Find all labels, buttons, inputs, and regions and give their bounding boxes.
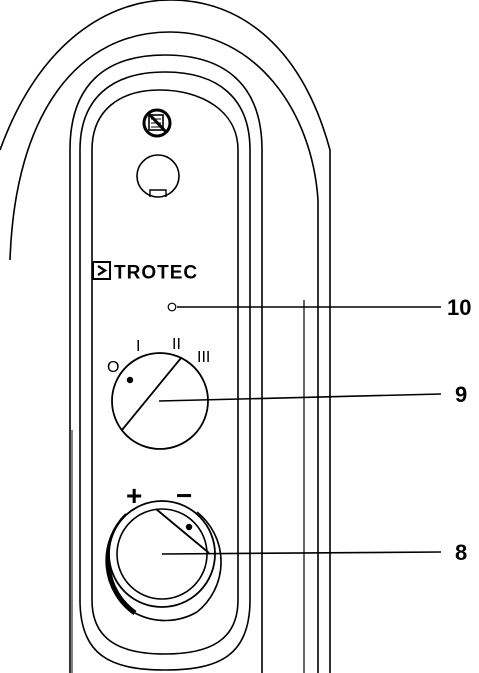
callout-number-9: 9	[455, 382, 467, 407]
housing-outer-outline	[0, 0, 331, 673]
panel-outer-outline	[69, 54, 263, 673]
callout-leader-9	[158, 393, 442, 402]
switch-position-iii: III	[197, 349, 210, 366]
thermostat-dot	[185, 523, 193, 531]
power-switch-dot	[126, 376, 134, 384]
logo-chevron-icon	[97, 264, 108, 277]
thermostat-scale-arc-right	[196, 511, 222, 613]
panel-inner-outline	[79, 71, 251, 671]
switch-position-ii: II	[172, 336, 181, 353]
thermostat-indicator-line	[155, 508, 210, 554]
reset-button-icon	[136, 154, 180, 198]
panel-front-face	[91, 89, 239, 655]
indicator-lamp	[167, 302, 177, 312]
callout-leader-8	[161, 551, 442, 555]
logo-text: TROTEC	[114, 263, 198, 284]
switch-position-i: I	[136, 338, 140, 355]
callout-number-10: 10	[447, 295, 471, 320]
thermostat-plus-label: +	[126, 480, 142, 511]
power-switch-indicator-line	[121, 357, 182, 431]
housing-inner-outline	[9, 31, 319, 673]
trotec-logo: TROTEC	[92, 261, 198, 284]
do-not-cover-icon	[142, 108, 172, 138]
switch-position-o: O	[107, 359, 119, 376]
thermostat-scale-arc-lower	[134, 611, 198, 622]
callout-number-8: 8	[455, 540, 467, 565]
